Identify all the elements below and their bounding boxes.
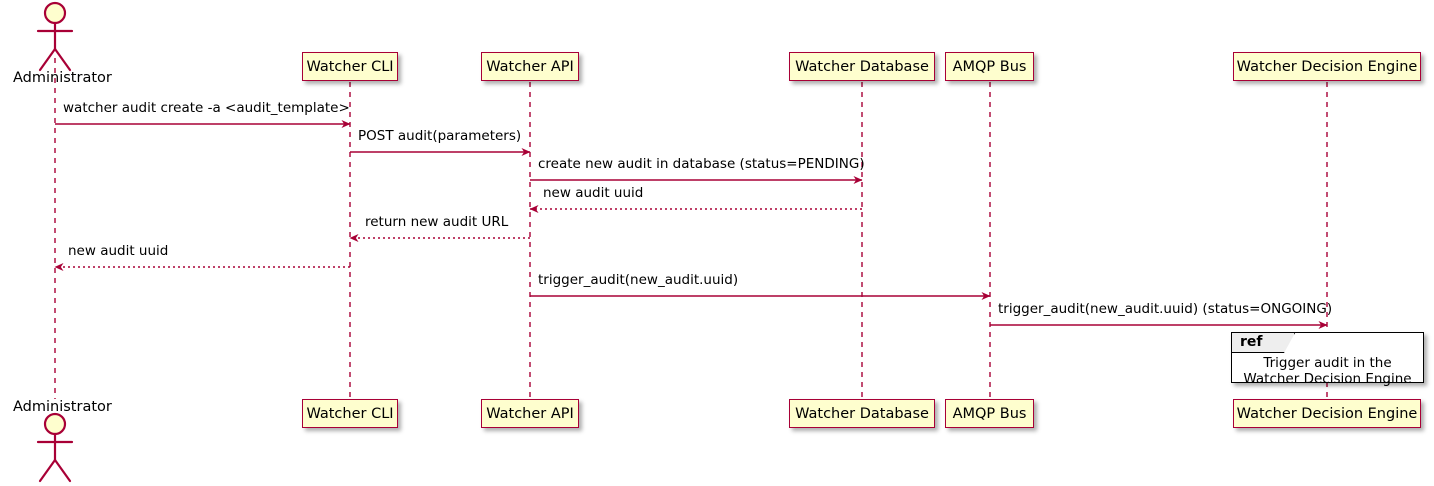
ref-fragment-line-1: Trigger audit in the <box>1263 355 1392 371</box>
message-label-4: new audit uuid <box>543 185 644 201</box>
messages-group <box>54 120 1328 329</box>
participant-amqp-bus-bottom[interactable]: AMQP Bus <box>945 399 1034 428</box>
message-label-1: watcher audit create -a <audit_template> <box>63 100 350 116</box>
message-label-7: trigger_audit(new_audit.uuid) <box>538 272 739 288</box>
ref-fragment-line-2: Watcher Decision Engine <box>1243 371 1412 387</box>
participant-watcher-cli-top[interactable]: Watcher CLI <box>302 52 398 81</box>
actor-label-bottom-administrator: Administrator <box>13 399 112 415</box>
message-label-5: return new audit URL <box>365 214 509 230</box>
participant-watcher-cli-bottom[interactable]: Watcher CLI <box>302 399 398 428</box>
actor-head <box>43 412 67 436</box>
participant-decision-engine-bottom[interactable]: Watcher Decision Engine <box>1233 399 1421 428</box>
actor-leg-left <box>38 47 57 72</box>
actor-leg-right <box>53 47 72 72</box>
participant-watcher-api-bottom[interactable]: Watcher API <box>481 399 579 428</box>
message-label-8: trigger_audit(new_audit.uuid) (status=ON… <box>998 301 1333 317</box>
actor-leg-left <box>38 458 57 483</box>
participant-amqp-bus-top[interactable]: AMQP Bus <box>945 52 1034 81</box>
participant-decision-engine-top[interactable]: Watcher Decision Engine <box>1233 52 1421 81</box>
message-label-6: new audit uuid <box>68 243 169 259</box>
message-label-2: POST audit(parameters) <box>358 128 522 144</box>
actor-leg-right <box>53 458 72 483</box>
actors-group <box>36 1 74 483</box>
participant-watcher-api-top[interactable]: Watcher API <box>481 52 579 81</box>
actor-figure <box>36 1 74 72</box>
actor-figure <box>36 412 74 483</box>
message-label-3: create new audit in database (status=PEN… <box>538 156 865 172</box>
lifelines-group <box>54 52 1328 399</box>
ref-fragment-tab-label: ref <box>1240 334 1263 350</box>
participant-watcher-database-top[interactable]: Watcher Database <box>789 52 935 81</box>
actor-head <box>43 1 67 25</box>
actor-label-administrator: Administrator <box>13 70 112 86</box>
participant-watcher-database-bottom[interactable]: Watcher Database <box>789 399 935 428</box>
